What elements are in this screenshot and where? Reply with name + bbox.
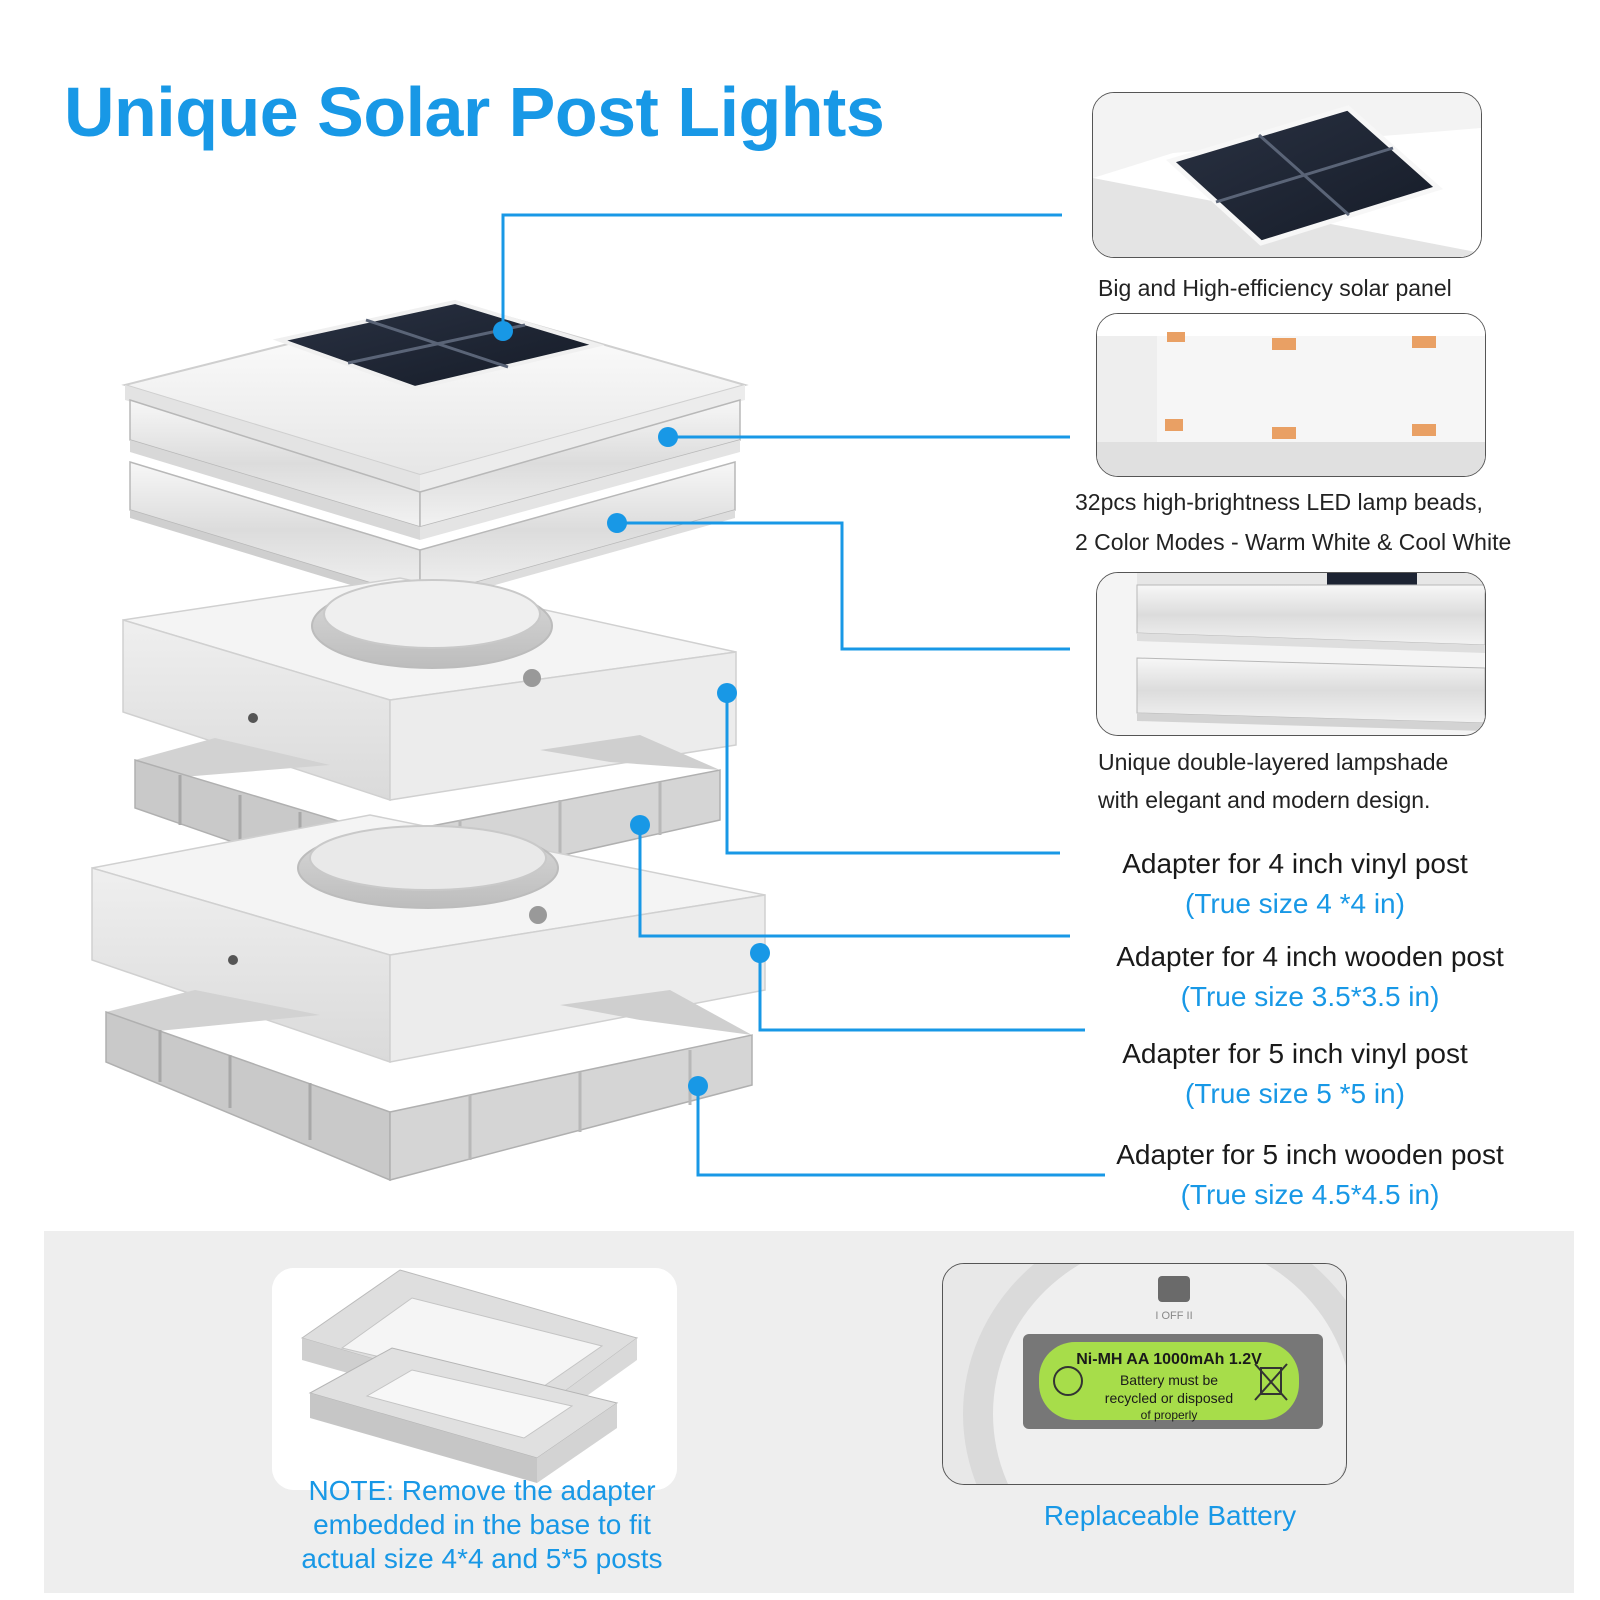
battery-inset: I OFF II Ni-MH AA 1000mAh 1.2V Battery m… [942,1263,1347,1485]
solar-panel-detail [1092,92,1482,258]
base-4-inch [122,577,737,802]
adapter-name: Adapter for 4 inch vinyl post [1122,848,1468,879]
adapter-size: (True size 4.5*4.5 in) [1180,1179,1440,1210]
battery-caption: Replaceable Battery [1043,1500,1297,1531]
adapter-size: (True size 5 *5 in) [1185,1078,1405,1109]
adapter-removal-note: NOTE: Remove the adapter embedded in the… [301,1475,663,1574]
bin-icon [1260,1367,1282,1395]
led-bead-icons [1165,332,1436,439]
adapter-name: Adapter for 4 inch wooden post [1116,941,1504,972]
adapter-removal-inset [272,1268,677,1490]
switch-label: I OFF II [1155,1310,1192,1322]
page-title: Unique Solar Post Lights [64,73,885,151]
aa-battery-icon [1039,1342,1299,1420]
embedded-adapter-illustration [272,1268,677,1490]
adapter-size: (True size 3.5*3.5 in) [1180,981,1440,1012]
adapter-label-4-wooden: Adapter for 4 inch wooden post (True siz… [1080,938,1540,1018]
caption-line: 2 Color Modes - Warm White & Cool White [1075,529,1512,555]
caption-line: Big and High-efficiency solar panel [1098,275,1452,301]
feature-caption-lampshade: Unique double-layered lampshade with ele… [1098,743,1448,819]
adapter-label-4-vinyl: Adapter for 4 inch vinyl post (True size… [1070,845,1520,925]
power-switch-icon [1158,1276,1190,1302]
callout-dots [493,321,770,1096]
adapter-size: (True size 4 *4 in) [1185,888,1405,919]
adapter-name: Adapter for 5 inch vinyl post [1122,1038,1468,1069]
lower-lampshade [129,460,736,606]
recycle-icon [1053,1366,1083,1396]
feature-caption-led: 32pcs high-brightness LED lamp beads, 2 … [1075,482,1511,562]
battery-label-line2: Battery must be [1120,1372,1218,1388]
caption-line: Unique double-layered lampshade [1098,749,1449,775]
lampshade-detail [1096,572,1486,736]
caption-line: 32pcs high-brightness LED lamp beads, [1075,489,1483,515]
caption-line: with elegant and modern design. [1098,787,1431,813]
adapter-name: Adapter for 5 inch wooden post [1116,1139,1504,1170]
callout-lines [501,213,1105,1177]
battery-compartment-illustration: I OFF II Ni-MH AA 1000mAh 1.2V Battery m… [943,1264,1346,1484]
solar-panel-closeup [1093,93,1481,257]
adapter-label-5-wooden: Adapter for 5 inch wooden post (True siz… [1080,1136,1540,1216]
adapter-frame-5-wooden [105,990,753,1182]
battery-label-line4: of properly [1141,1408,1198,1422]
lampshade-closeup [1097,573,1485,735]
led-beads-closeup [1097,314,1485,476]
feature-caption-solar-panel: Big and High-efficiency solar panel [1098,268,1452,308]
led-beads-detail [1096,313,1486,477]
adapter-label-5-vinyl: Adapter for 5 inch vinyl post (True size… [1070,1035,1520,1115]
battery-label-line1: Ni-MH AA 1000mAh 1.2V [1076,1351,1262,1368]
battery-label-line3: recycled or disposed [1105,1390,1233,1406]
